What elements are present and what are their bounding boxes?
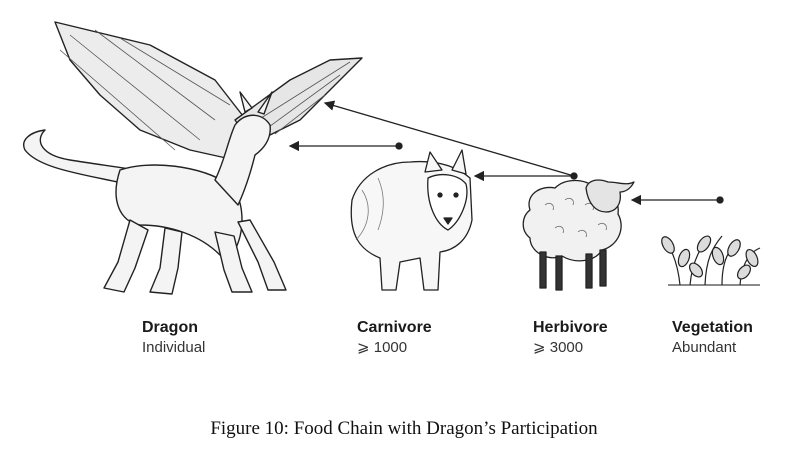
node-label-dragon: Dragon Individual <box>142 318 205 357</box>
edge-carnivore-to-dragon <box>290 143 402 149</box>
edge-vegetation-to-herbivore <box>632 197 723 203</box>
figure-caption: Figure 10: Food Chain with Dragon’s Part… <box>0 418 808 440</box>
dragon-illustration <box>24 22 362 294</box>
node-title: Dragon <box>142 318 205 338</box>
node-label-vegetation: Vegetation Abundant <box>672 318 753 357</box>
node-label-herbivore: Herbivore ⩾ 3000 <box>533 318 608 357</box>
node-label-carnivore: Carnivore ⩾ 1000 <box>357 318 432 357</box>
sheep-illustration <box>523 180 634 290</box>
node-title: Vegetation <box>672 318 753 338</box>
edge-herbivore-to-carnivore <box>475 173 577 179</box>
node-subtitle: Abundant <box>672 338 753 357</box>
node-subtitle: ⩾ 3000 <box>533 338 608 357</box>
food-chain-edges <box>290 103 723 203</box>
edge-herbivore-to-dragon <box>325 103 574 176</box>
node-subtitle: ⩾ 1000 <box>357 338 432 357</box>
vegetation-illustration <box>659 234 760 285</box>
wolf-illustration <box>351 150 472 290</box>
node-title: Carnivore <box>357 318 432 338</box>
node-title: Herbivore <box>533 318 608 338</box>
node-subtitle: Individual <box>142 338 205 357</box>
